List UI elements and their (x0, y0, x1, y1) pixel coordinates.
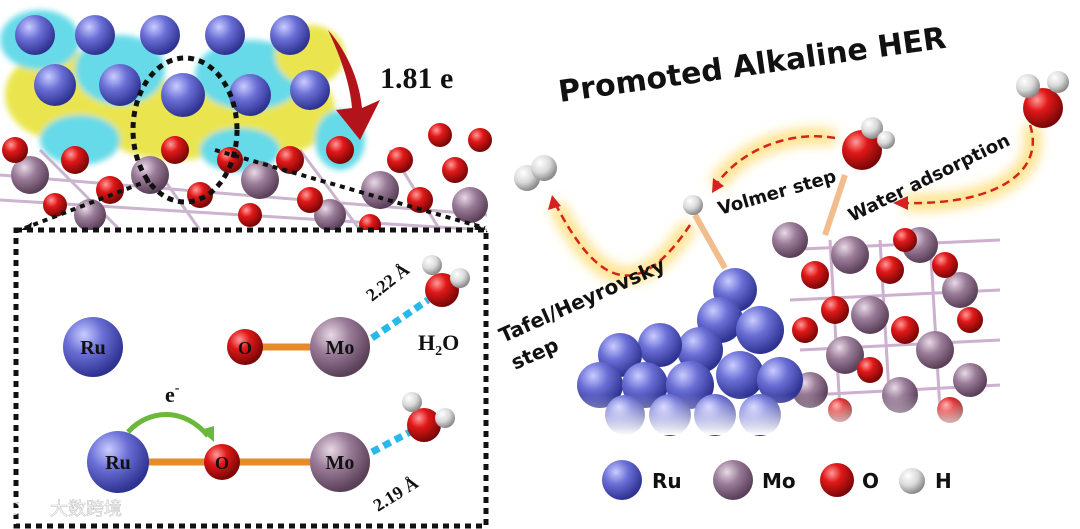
o-label-bottom: O (215, 453, 229, 473)
water-molecule-free (1016, 71, 1069, 128)
mo-label-bottom: Mo (326, 452, 355, 474)
legend-h-swatch (899, 468, 925, 494)
legend-ru-label: Ru (652, 469, 682, 493)
water-h2-top (450, 268, 470, 288)
catalyst-slab (577, 222, 1020, 436)
o-label-top: O (238, 338, 252, 358)
legend-o-label: O (862, 469, 879, 493)
ru-label-top: Ru (80, 337, 106, 359)
charge-transfer-label: 1.81 e (380, 62, 453, 95)
charge-density-slab (0, 10, 492, 236)
mo-label-top: Mo (326, 337, 355, 359)
legend-ru-swatch (602, 460, 642, 500)
legend-mo-label: Mo (762, 469, 796, 493)
legend-mo-swatch (713, 460, 753, 500)
water-h1-bottom (402, 392, 422, 412)
water-o-bottom (407, 408, 441, 442)
water-h2-bottom (435, 408, 455, 428)
water-h1-top (422, 255, 442, 275)
legend-o-swatch (820, 463, 854, 497)
ru-label-bottom: Ru (105, 452, 131, 474)
h2-molecule (514, 155, 557, 191)
watermark-text: 大数跨境 (50, 499, 122, 520)
diagram-title: Promoted Alkaline HER (556, 21, 948, 110)
water-molecule-adsorbed (842, 117, 895, 170)
atom-legend: Ru Mo O H (602, 460, 952, 500)
legend-h-label: H (935, 469, 952, 493)
h-atom-adsorbed (683, 195, 703, 215)
